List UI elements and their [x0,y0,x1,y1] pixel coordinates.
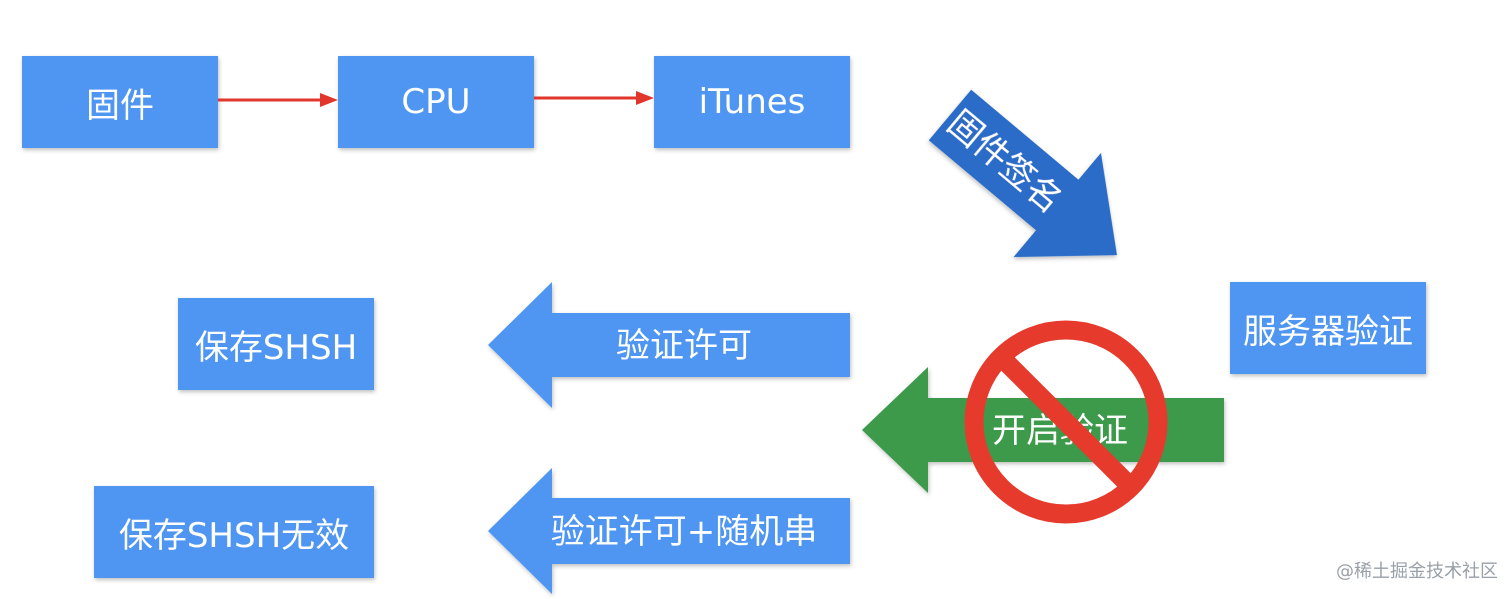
prohibit-icon [964,320,1168,524]
connector-firmware-cpu [218,93,338,107]
node-save-shsh: 保存SHSH [178,298,374,390]
arrow-firmware-signature: 固件签名 [928,89,1117,258]
arrow-verify-permission: 验证许可 [488,282,850,408]
arrow-verify-permission-random: 验证许可+随机串 [488,468,850,594]
arrow-verify-permission-label: 验证许可 [616,326,752,366]
node-server-verify: 服务器验证 [1230,282,1426,374]
node-firmware-label: 固件 [86,85,154,126]
node-server-verify-label: 服务器验证 [1243,311,1413,352]
watermark: @稀土掘金技术社区 [1336,561,1498,582]
node-itunes-label: iTunes [698,82,806,122]
connector-cpu-itunes [534,91,654,105]
node-save-shsh-invalid: 保存SHSH无效 [94,486,374,578]
node-cpu-label: CPU [401,82,471,122]
node-itunes: iTunes [654,56,850,148]
node-cpu: CPU [338,56,534,148]
node-save-shsh-invalid-label: 保存SHSH无效 [118,515,350,556]
node-firmware: 固件 [22,56,218,148]
arrow-verify-permission-random-label: 验证许可+随机串 [551,512,818,552]
node-save-shsh-label: 保存SHSH [194,327,358,368]
